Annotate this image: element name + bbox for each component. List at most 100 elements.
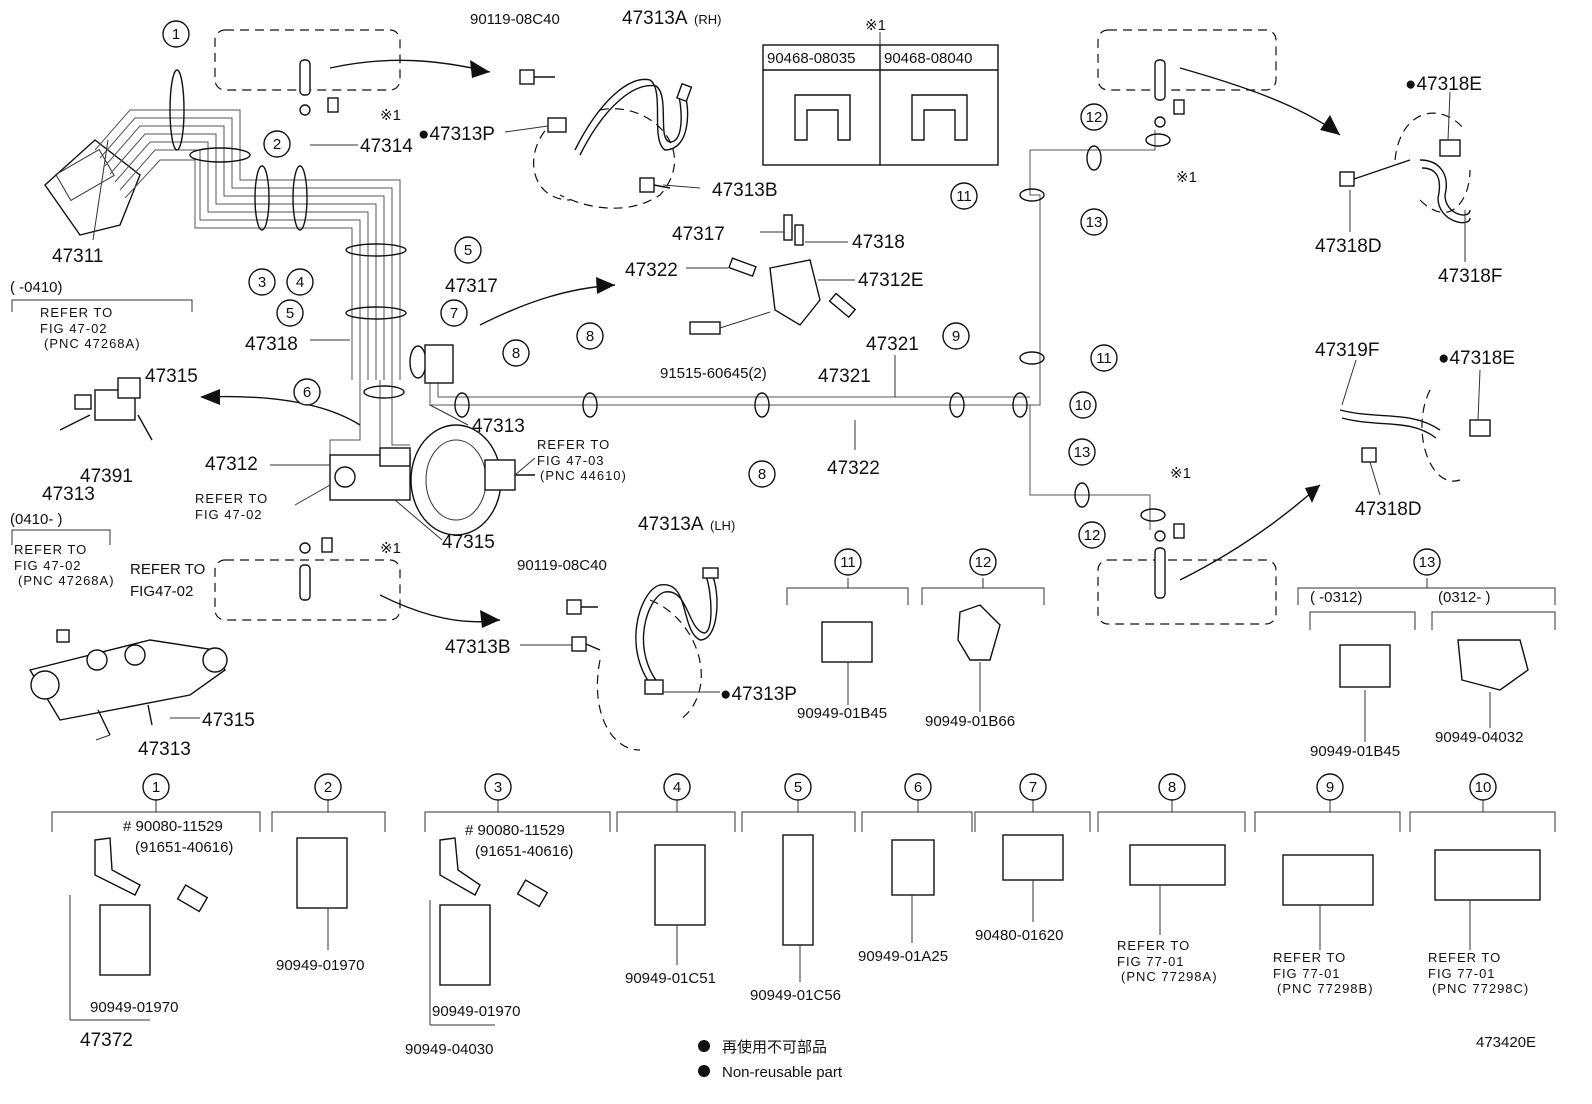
- ref-number-5: 5: [794, 779, 802, 796]
- legend-jp: 再使用不可部品: [722, 1039, 827, 1056]
- label-47317-a: 47317: [672, 224, 725, 245]
- label-47318-a: 47318: [852, 232, 905, 253]
- refer-f-3: (PNC 77298A): [1121, 969, 1218, 984]
- proportioning-valve: [689, 214, 857, 335]
- label-47315-l2: 47315: [202, 710, 255, 731]
- label-47322-a: 47322: [625, 260, 678, 281]
- ref-circle-7: [1019, 773, 1047, 801]
- brake-lines: [424, 130, 1171, 530]
- label-47311: 47311: [52, 246, 103, 267]
- refer-g-2: FIG 77-01: [1273, 966, 1341, 981]
- range-b: (0410- ): [10, 511, 63, 528]
- ref-circle-6: [904, 773, 932, 801]
- label-47313-l2: 47313: [138, 739, 191, 760]
- ref-number-11: 11: [1096, 350, 1112, 367]
- refer-b-2: FIG 47-02: [14, 558, 82, 573]
- note-mark-5: ※1: [1170, 465, 1191, 482]
- refer-a-2: FIG 47-02: [40, 321, 108, 336]
- ref-circle-3: [484, 773, 512, 801]
- label-rh: (RH): [694, 12, 721, 27]
- label-90949-04032: 90949-04032: [1435, 729, 1523, 746]
- harness-clamp-rings: [169, 69, 427, 399]
- refer-c-3: (PNC 44610): [540, 468, 627, 483]
- refer-d-2: FIG 47-02: [195, 507, 263, 522]
- label-47321-a: 47321: [866, 334, 919, 355]
- clamp1-assembly: 47372: [80, 1030, 133, 1051]
- ref-number-13: 13: [1074, 444, 1091, 461]
- hose-rh: [519, 69, 693, 209]
- refer-a-3: (PNC 47268A): [44, 336, 141, 351]
- ref-circle-8: [1158, 773, 1186, 801]
- note-mark-4: ※1: [1176, 169, 1197, 186]
- fittings: [299, 59, 1185, 601]
- ref-circle-10: [1469, 773, 1497, 801]
- bullet-icon: [698, 1040, 710, 1052]
- ref-number-2: 2: [324, 779, 332, 796]
- refer-d-1: REFER TO: [195, 491, 268, 506]
- label-47313P-bot: ●47313P: [720, 684, 797, 705]
- ref-number-3: 3: [258, 274, 266, 291]
- ref-number-9: 9: [1326, 779, 1334, 796]
- label-90119-bot: 90119-08C40: [517, 557, 607, 574]
- ref-circle-13: [1068, 438, 1096, 466]
- ref-circle-1: [162, 20, 190, 48]
- label-47312: 47312: [205, 454, 258, 475]
- ref-circle-4: [663, 773, 691, 801]
- label-47313A-rh: 47313A: [622, 8, 688, 29]
- ref-number-1: 1: [172, 26, 180, 43]
- clamp3-assembly: 90949-04030: [405, 1041, 493, 1058]
- ref-circle-13: [1080, 208, 1108, 236]
- label-47317-b: 47317: [445, 276, 498, 297]
- ref-circle-11: [1090, 344, 1118, 372]
- ref-number-2: 2: [273, 136, 281, 153]
- part-labels: 47311 47314 ●47313P 90119-08C40 47313A (…: [10, 8, 1536, 1058]
- clamp3-bolt-alt: (91651-40616): [475, 843, 573, 860]
- range-a: ( -0410): [10, 279, 63, 296]
- label-47313-l1: 47313: [42, 484, 95, 505]
- refer-f-2: FIG 77-01: [1117, 954, 1185, 969]
- ref-circle-8: [748, 460, 776, 488]
- ref-number-7: 7: [1029, 779, 1037, 796]
- refer-h-2: FIG 77-01: [1428, 966, 1496, 981]
- ref-circle-12: [1078, 521, 1106, 549]
- refer-b-1: REFER TO: [14, 542, 87, 557]
- ref-number-8: 8: [1168, 779, 1176, 796]
- ref-circle-5: [276, 299, 304, 327]
- label-lh: (LH): [710, 518, 735, 533]
- label-47315-l1: 47315: [145, 366, 198, 387]
- refer-e-1: REFER TO: [130, 561, 205, 578]
- ref-number-12: 12: [1084, 527, 1101, 544]
- label-47391: 47391: [80, 466, 133, 487]
- clamp4-part: 90949-01C51: [625, 970, 716, 987]
- label-47313P-top: ●47313P: [418, 124, 495, 145]
- refer-b-3: (PNC 47268A): [18, 573, 115, 588]
- ref-circle-5: [784, 773, 812, 801]
- legend: 再使用不可部品 Non-reusable part: [698, 1039, 843, 1081]
- label-47318D-top: 47318D: [1315, 236, 1382, 257]
- refer-h-1: REFER TO: [1428, 950, 1501, 965]
- ref-number-11: 11: [840, 554, 856, 571]
- label-90949-01B66: 90949-01B66: [925, 713, 1015, 730]
- refer-c-1: REFER TO: [537, 437, 610, 452]
- ref-number-8: 8: [586, 328, 594, 345]
- note-mark-1: ※1: [380, 107, 401, 124]
- label-47318-b: 47318: [245, 334, 298, 355]
- left-subassemblies: [11, 299, 228, 736]
- refer-a-1: REFER TO: [40, 305, 113, 320]
- refer-g-3: (PNC 77298B): [1277, 981, 1374, 996]
- ref-number-5: 5: [286, 305, 294, 322]
- clamp2-part: 90949-01970: [276, 957, 364, 974]
- ref-number-12: 12: [975, 554, 992, 571]
- bottom-clamp-parts: [69, 834, 1541, 1026]
- ref-circle-8: [576, 322, 604, 350]
- ref-number-8: 8: [512, 345, 520, 362]
- ref-number-9: 9: [952, 328, 960, 345]
- label-47319F: 47319F: [1315, 340, 1379, 361]
- clamp7-part: 90480-01620: [975, 927, 1063, 944]
- ref-circle-13: [1413, 548, 1441, 576]
- ref-number-8: 8: [758, 466, 766, 483]
- clamp5-part: 90949-01C56: [750, 987, 841, 1004]
